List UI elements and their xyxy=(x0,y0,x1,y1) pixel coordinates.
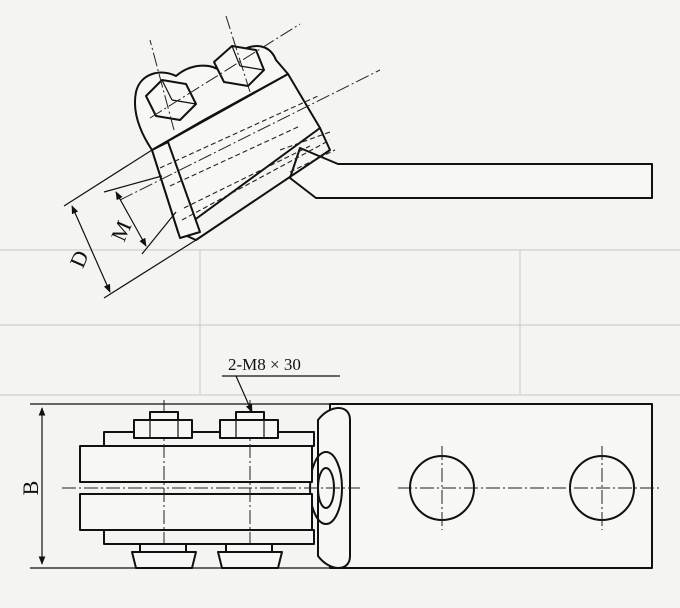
side-plate xyxy=(329,403,653,569)
iso-hidden-lines xyxy=(159,95,336,221)
bolt-callout: 2-M8 × 30 xyxy=(222,355,340,413)
iso-tongue-plate xyxy=(289,147,653,199)
iso-bolt-bosses xyxy=(134,45,289,151)
dimension-b: B xyxy=(18,403,330,569)
bolt-right xyxy=(217,400,283,570)
side-view: 2-M8 × 30 B xyxy=(18,355,660,570)
bolt-callout-label: 2-M8 × 30 xyxy=(228,355,301,374)
isometric-view: D M xyxy=(63,15,653,299)
iso-center-lines xyxy=(119,15,381,201)
upper-jaw xyxy=(79,445,313,483)
lower-jaw xyxy=(79,493,313,531)
dimension-b-label: B xyxy=(18,481,43,496)
background-ghost-lines xyxy=(0,249,680,396)
bolt-left xyxy=(131,400,197,570)
